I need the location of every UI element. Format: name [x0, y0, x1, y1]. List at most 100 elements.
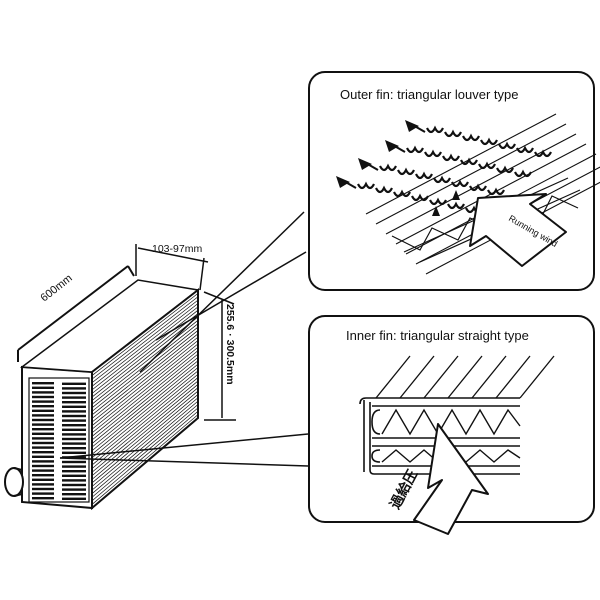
louver-mark [433, 175, 451, 184]
outer-fin-frame [308, 71, 595, 291]
dimension-depth: 103-97mm [135, 243, 209, 291]
dimension-height: 255.6 · 300.5mm [203, 291, 236, 421]
callout-leaders [59, 211, 309, 467]
front-slot [62, 479, 86, 482]
front-slot [32, 400, 54, 403]
side-fin-line [91, 370, 199, 459]
front-slot [62, 488, 86, 491]
front-slot [32, 391, 54, 394]
louver-mark [462, 133, 480, 142]
front-slot [62, 410, 86, 413]
supercharge-arrow [413, 423, 489, 535]
outer-fin-louvers [336, 120, 552, 216]
inner-plate-line [471, 355, 507, 399]
side-fin-line [91, 377, 199, 466]
louver-mark [442, 153, 460, 162]
louver-mark [379, 163, 397, 172]
inner-plate-line [495, 355, 531, 399]
side-fin-line [91, 414, 199, 505]
front-slot [32, 414, 54, 417]
flow-arrow-shaft [341, 179, 357, 189]
louver-mark [469, 183, 487, 192]
side-fin-line [91, 373, 199, 462]
louver-mark [516, 145, 534, 154]
front-slot [62, 497, 86, 500]
louver-mark [447, 201, 465, 210]
front-slot [62, 414, 86, 418]
running-wind-arrow [469, 193, 567, 267]
side-fin-line [91, 400, 199, 491]
front-slot [32, 497, 54, 500]
front-slot [32, 418, 54, 422]
louver-mark [411, 193, 429, 202]
louver-mark [487, 187, 505, 196]
side-fin-line [91, 353, 199, 441]
core-side-fins [91, 293, 199, 505]
louver-mark [534, 149, 552, 158]
front-slot-border [28, 377, 90, 503]
louver-mark [424, 149, 442, 158]
front-slot [62, 456, 86, 459]
front-slot [62, 465, 86, 468]
louver-mark [375, 185, 393, 194]
front-slot [32, 483, 54, 486]
louver-mark [426, 125, 444, 134]
side-fin-line [91, 410, 199, 502]
side-fin-line [91, 293, 199, 376]
louver-mark [514, 169, 532, 178]
louver-mark [415, 171, 433, 180]
inlet-pipe-body [13, 467, 23, 497]
louver-mark [444, 129, 462, 138]
inner-plate-line [519, 355, 555, 399]
fin-plate-line [365, 113, 557, 215]
side-fin-line [91, 330, 199, 416]
inlet-pipe [4, 467, 24, 497]
front-slot [62, 433, 86, 436]
side-fin-line [91, 340, 199, 426]
side-fin-line [91, 394, 199, 484]
louver-mark [496, 165, 514, 174]
louver-mark [460, 157, 478, 166]
front-slot [32, 382, 54, 385]
front-slot [32, 492, 54, 495]
flow-arrow [385, 140, 399, 152]
inner-plate-line [375, 355, 411, 399]
side-fin-line [91, 387, 199, 477]
front-slot [62, 447, 86, 450]
flow-arrow-shaft [390, 143, 406, 153]
dimension-length-label: 600mm [38, 272, 74, 304]
front-slot [32, 464, 54, 468]
front-slot [62, 470, 86, 473]
flow-arrow [405, 120, 419, 132]
front-slot [32, 474, 54, 477]
front-slot [62, 391, 86, 395]
front-slot [62, 419, 86, 422]
outer-fin-panel: Outer fin: triangular louver type Runnin… [308, 71, 600, 291]
front-slot [62, 424, 86, 427]
flow-arrow [452, 190, 460, 200]
flow-arrow [336, 176, 350, 188]
louver-mark [478, 161, 496, 170]
side-fin-line [91, 306, 199, 391]
inner-fin-plates [375, 355, 555, 399]
front-slot [32, 446, 54, 449]
front-slot [62, 405, 86, 408]
front-slot [32, 478, 54, 481]
side-fin-line [91, 346, 199, 434]
front-slot [32, 423, 54, 426]
front-slot [32, 451, 54, 454]
side-fin-line [91, 350, 199, 437]
outer-fin-title: Outer fin: triangular louver type [340, 87, 518, 102]
core-front-tubes [28, 377, 90, 503]
louver-mark [429, 197, 447, 206]
fin-plate-line [375, 123, 567, 225]
side-fin-line [91, 380, 199, 469]
front-slot [32, 409, 54, 412]
front-slot [32, 395, 54, 399]
louver-mark [480, 137, 498, 146]
louver-mark [451, 179, 469, 188]
front-slot [32, 487, 54, 491]
front-slot [62, 437, 86, 441]
